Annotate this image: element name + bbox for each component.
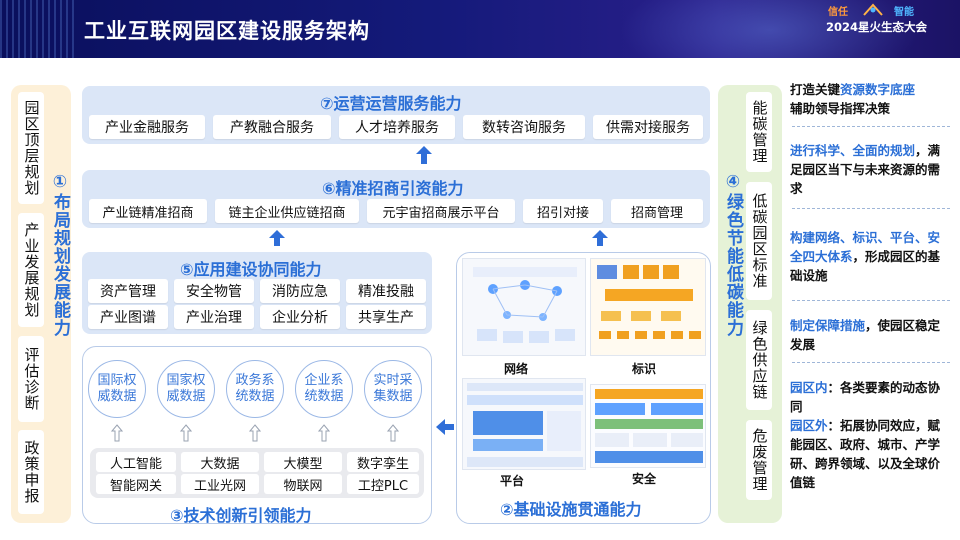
tech-ai: 人工智能	[96, 452, 176, 472]
network-label: 网络	[504, 362, 529, 376]
chip-talent-training: 人才培养服务	[339, 115, 455, 139]
chip-enterprise-analysis: 企业分析	[260, 305, 340, 329]
note-collaboration: 园区内：各类要素的动态协同 园区外：拓展协同效应，赋能园区、政府、城市、产学研、…	[790, 380, 941, 490]
arrow-up-icon	[269, 230, 285, 238]
header-accent-stripes	[0, 0, 76, 58]
circle-national-data: 国家权威数据	[157, 360, 215, 418]
chip-industry-education: 产教融合服务	[213, 115, 331, 139]
tech-large-model: 大模型	[264, 452, 342, 472]
chip-industry-governance: 产业治理	[174, 305, 254, 329]
hollow-up-arrow-icon	[249, 424, 261, 442]
left-item-park-planning: 园区顶层规划	[18, 92, 44, 204]
chip-security-property: 安全物管	[174, 279, 254, 303]
green-capability-title: ④绿色节能低碳能力	[723, 172, 743, 337]
chip-attract-docking: 招引对接	[523, 199, 603, 223]
green-item-hazardous-waste: 危废管理	[746, 420, 772, 500]
note-safeguard: 制定保障措施，使园区稳定发展	[790, 318, 941, 352]
circle-enterprise-data: 企业系统数据	[295, 360, 353, 418]
platform-label: 平台	[500, 474, 525, 488]
left-item-assessment: 评估诊断	[18, 336, 44, 422]
technology-title: ③技术创新引领能力	[170, 506, 312, 525]
arrow-up-icon	[416, 146, 432, 154]
application-title: ⑤应用建设协同能力	[180, 260, 322, 279]
platform-diagram-image	[462, 378, 586, 470]
divider	[792, 208, 950, 209]
planning-capability-title: ①布局规划发展能力	[50, 172, 70, 337]
chip-precise-financing: 精准投融	[346, 279, 426, 303]
chip-shared-production: 共享生产	[346, 305, 426, 329]
arrow-up-stem	[421, 154, 427, 164]
chip-metaverse-platform: 元宇宙招商展示平台	[367, 199, 515, 223]
security-diagram-image	[590, 384, 706, 468]
divider	[792, 126, 950, 127]
circle-realtime-data: 实时采集数据	[364, 360, 422, 418]
hollow-up-arrow-icon	[318, 424, 330, 442]
chip-investment-management: 招商管理	[611, 199, 703, 223]
tech-industrial-optical: 工业光网	[181, 474, 259, 494]
chip-industry-map: 产业图谱	[88, 305, 168, 329]
arrow-up-stem	[597, 238, 603, 246]
tech-smart-gateway: 智能网关	[96, 474, 176, 494]
left-item-industry-planning: 产业发展规划	[18, 213, 44, 327]
circle-international-data: 国际权威数据	[88, 360, 146, 418]
arrow-left-icon	[436, 419, 454, 435]
divider	[792, 362, 950, 363]
page-title: 工业互联网园区建设服务架构	[84, 19, 370, 43]
hollow-up-arrow-icon	[180, 424, 192, 442]
note-planning: 进行科学、全面的规划，满足园区当下与未来资源的需求	[790, 143, 941, 196]
tech-iot: 物联网	[264, 474, 342, 494]
arrow-up-icon	[592, 230, 608, 238]
tech-plc: 工控PLC	[347, 474, 419, 494]
note-infrastructure: 构建网络、标识、平台、安全四大体系，形成园区的基础设施	[790, 230, 941, 283]
circle-government-data: 政务系统数据	[226, 360, 284, 418]
note-resource-base: 打造关键资源数字底座 辅助领导指挥决策	[790, 82, 916, 116]
event-word-intelligence: 智能	[894, 7, 914, 18]
chip-industry-finance: 产业金融服务	[89, 115, 205, 139]
green-item-low-carbon-standard: 低碳园区标准	[746, 182, 772, 300]
chip-fire-emergency: 消防应急	[260, 279, 340, 303]
tech-big-data: 大数据	[181, 452, 259, 472]
infrastructure-title: ②基础设施贯通能力	[500, 500, 642, 519]
chip-chain-investment: 产业链精准招商	[89, 199, 207, 223]
chip-supply-demand: 供需对接服务	[593, 115, 703, 139]
chip-supply-chain-investment: 链主企业供应链招商	[215, 199, 359, 223]
event-name: 2024星火生态大会	[826, 20, 928, 34]
spark-logo-icon	[863, 3, 883, 16]
identifier-diagram-image	[590, 258, 706, 356]
network-diagram-image	[462, 258, 586, 356]
arrow-up-stem	[274, 238, 280, 246]
left-item-policy: 政策申报	[18, 430, 44, 514]
hollow-up-arrow-icon	[111, 424, 123, 442]
investment-title: ⑥精准招商引资能力	[322, 179, 464, 198]
identifier-label: 标识	[632, 362, 657, 376]
event-logo: 信任 智能 2024星火生态大会	[826, 3, 946, 49]
chip-asset-management: 资产管理	[88, 279, 168, 303]
operation-service-title: ⑦运营运营服务能力	[320, 94, 462, 113]
green-item-carbon-management: 能碳管理	[746, 92, 772, 172]
hollow-up-arrow-icon	[387, 424, 399, 442]
security-label: 安全	[632, 472, 657, 486]
event-word-trust: 信任	[828, 7, 848, 18]
header-banner: 工业互联网园区建设服务架构 信任 智能 2024星火生态大会	[0, 0, 960, 58]
chip-digital-consulting: 数转咨询服务	[463, 115, 585, 139]
divider	[792, 300, 950, 301]
tech-digital-twin: 数字孪生	[347, 452, 419, 472]
green-item-green-supply-chain: 绿色供应链	[746, 310, 772, 410]
